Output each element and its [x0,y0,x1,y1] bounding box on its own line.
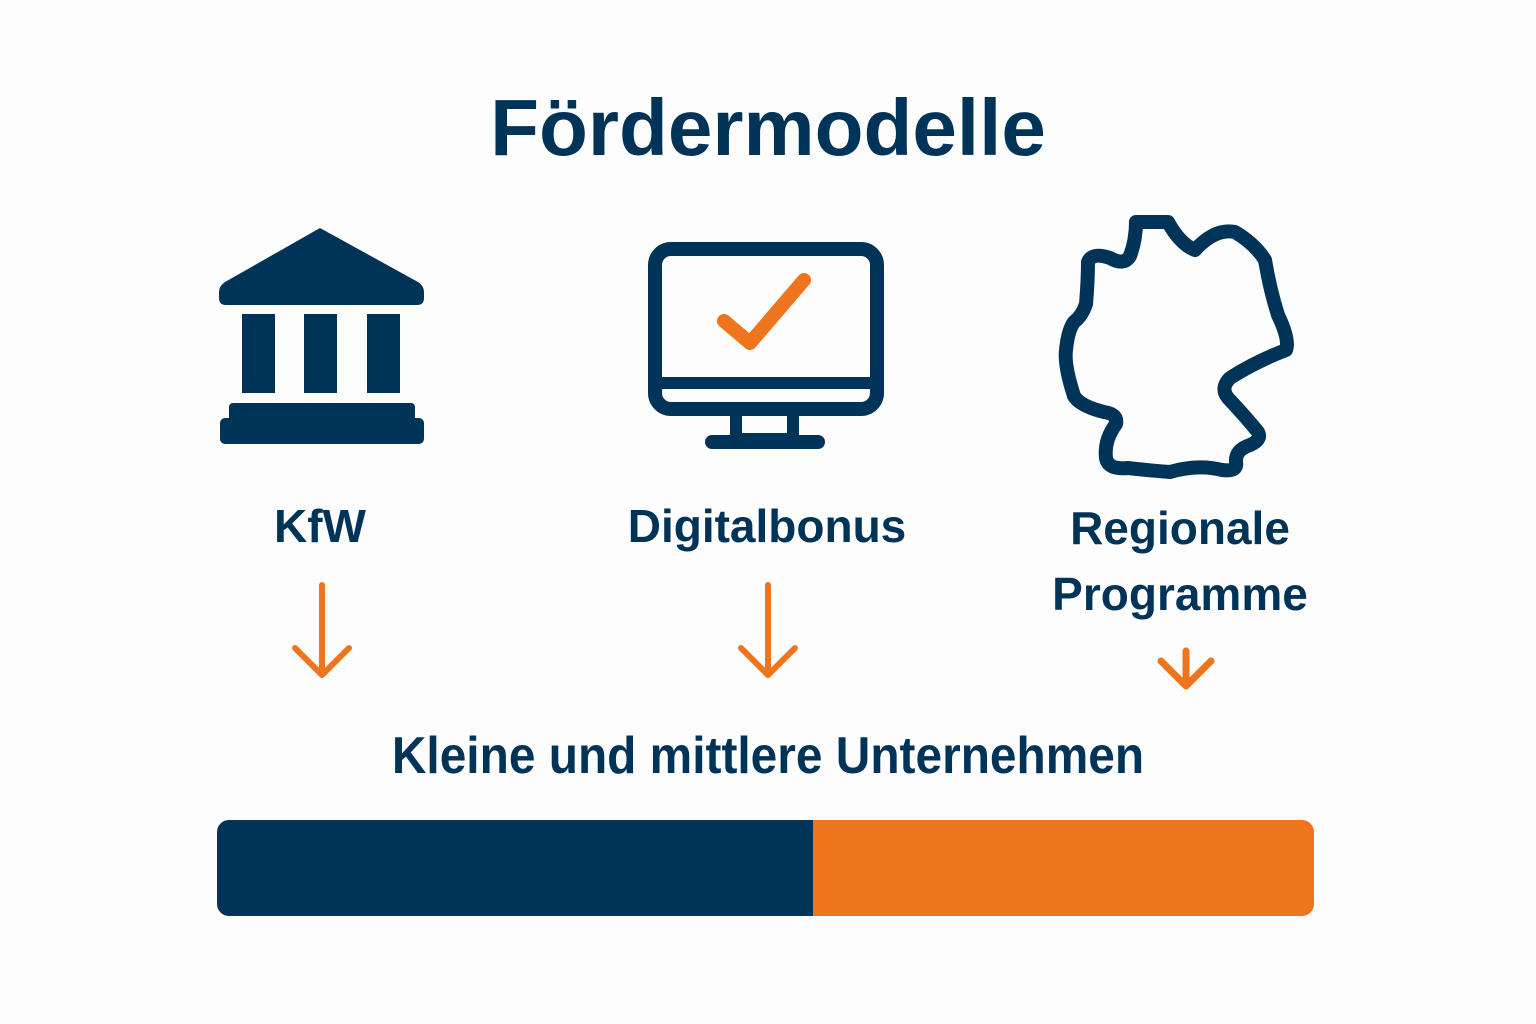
label-line-2: Programme [1052,568,1308,620]
monitor-checkmark-icon [646,240,886,454]
bar-segment-primary [217,820,813,916]
bar-segment-accent [813,820,1314,916]
funding-bar [217,820,1314,916]
arrow-down-icon [1156,645,1216,693]
germany-map-outline-icon [1040,200,1320,490]
bank-building-icon [218,226,426,446]
program-label-kfw: KfW [274,500,366,552]
arrow-down-icon [290,580,354,680]
program-label-regionale-programme: Regionale Programme [980,495,1380,627]
label-line-1: Regionale [1070,502,1290,554]
arrow-down-icon [736,580,800,680]
target-group-label: Kleine und mittlere Unternehmen [391,727,1145,785]
program-label-digitalbonus: Digitalbonus [627,500,907,552]
page-title: Fördermodelle [490,83,1046,172]
